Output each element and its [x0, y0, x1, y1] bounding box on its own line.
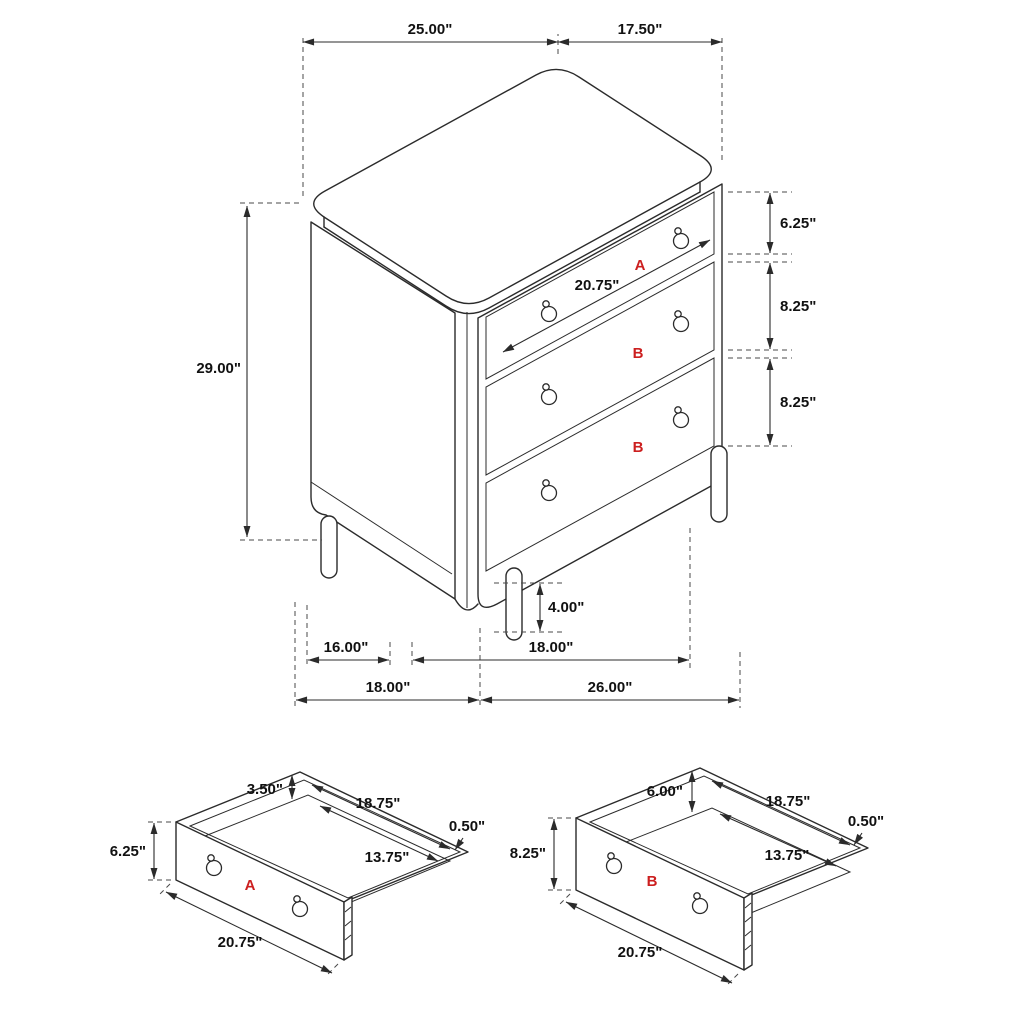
- drawer-b-inner-rim: [588, 775, 862, 895]
- joint-hatch: [744, 902, 752, 951]
- drawer-letter-a: A: [635, 257, 646, 274]
- chest-leg-right: [710, 445, 728, 523]
- extension-line: [325, 963, 339, 977]
- dim-label-inner-width-top: 18.75": [356, 795, 401, 812]
- drawer-a-box: [175, 771, 469, 961]
- dim-label-legs-front: 18.00": [529, 639, 574, 656]
- drawer-a-dimensions: [148, 774, 465, 977]
- knob-cap-icon: [542, 383, 550, 391]
- extension-line: [557, 893, 571, 907]
- knob-cap-icon: [293, 895, 301, 903]
- extension-line: [157, 883, 171, 897]
- drawer-a-end-strip: [343, 896, 353, 961]
- knob-icon: [291, 900, 309, 918]
- knob-cap-icon: [207, 854, 215, 862]
- knob-cap-icon: [674, 406, 682, 414]
- dim-label-side-thickness: 0.50": [449, 818, 485, 835]
- dim-label-inner-width-floor: 13.75": [765, 847, 810, 864]
- dim-label-drawer-width: 20.75": [575, 277, 620, 294]
- knob-icon: [605, 857, 623, 875]
- chest-corner-post-bottom: [454, 598, 479, 611]
- main-view: 25.00" 17.50" 29.00" 6.25" 8.25" 8.25" 2…: [196, 21, 816, 708]
- dim-label-inner-width-top: 18.75": [766, 793, 811, 810]
- drawer-letter-b1: B: [633, 345, 644, 362]
- dim-label-outer-width: 20.75": [618, 944, 663, 961]
- knob-icon: [672, 411, 690, 429]
- drawer-b-labels: 8.25" 6.00" 18.75" 0.50" 13.75" 20.75" B: [510, 783, 884, 961]
- drawer-b-dimensions: [548, 770, 864, 987]
- dim-label-side-thickness: 0.50": [848, 813, 884, 830]
- knob-icon: [672, 315, 690, 333]
- knob-icon: [672, 232, 690, 250]
- dim-label-legs-side: 16.00": [324, 639, 369, 656]
- dim-label-inner-depth: 6.00": [647, 783, 683, 800]
- dimension-line-inner-width-top: [711, 780, 851, 846]
- dim-label-drawer-b2-height: 8.25": [780, 394, 816, 411]
- dim-label-inner-depth: 3.50": [247, 781, 283, 798]
- dimension-line-drawer-width: [502, 239, 711, 353]
- dim-label-base-width: 26.00": [588, 679, 633, 696]
- dimension-labels: 25.00" 17.50" 29.00" 6.25" 8.25" 8.25" 2…: [196, 21, 816, 696]
- joint-hatch: [344, 906, 352, 941]
- dimension-lines: [243, 38, 774, 704]
- chest-leg-front: [505, 567, 523, 641]
- drawer-letter-labels: A B B: [633, 257, 646, 456]
- knob-cap-icon: [542, 479, 550, 487]
- drawer-b2-front: [485, 357, 715, 572]
- knob-icon: [540, 484, 558, 502]
- drawer-letter-b2: B: [633, 439, 644, 456]
- dimension-line-outer-width: [165, 891, 333, 974]
- extension-lines: [240, 34, 792, 708]
- dim-label-leg-height: 4.00": [548, 599, 584, 616]
- dim-label-top-depth: 25.00": [408, 21, 453, 38]
- knob-icon: [540, 305, 558, 323]
- drawer-a-labels: 6.25" 3.50" 18.75" 0.50" 13.75" 20.75" A: [110, 781, 485, 951]
- leader-line-thickness: [454, 837, 465, 851]
- drawer-b-box: [575, 767, 869, 971]
- dim-label-top-width: 17.50": [618, 21, 663, 38]
- knob-icon: [540, 388, 558, 406]
- knob-icon: [205, 859, 223, 877]
- drawer-a-letter: A: [245, 877, 256, 894]
- dim-label-front-height: 6.25": [110, 843, 146, 860]
- dim-label-inner-width-floor: 13.75": [365, 849, 410, 866]
- drawer-a-detail: 6.25" 3.50" 18.75" 0.50" 13.75" 20.75" A: [110, 771, 485, 977]
- dim-label-height: 29.00": [196, 360, 241, 377]
- knob-cap-icon: [607, 852, 615, 860]
- chest-side-face: [310, 221, 456, 600]
- knob-cap-icon: [542, 300, 550, 308]
- chest-legs: [320, 445, 728, 641]
- drawer-b-detail: 8.25" 6.00" 18.75" 0.50" 13.75" 20.75" B: [510, 767, 884, 987]
- knob-cap-icon: [674, 310, 682, 318]
- chest-side-skirt-line: [310, 481, 453, 575]
- dim-label-drawer-b1-height: 8.25": [780, 298, 816, 315]
- dim-label-drawer-a-height: 6.25": [780, 215, 816, 232]
- dim-label-outer-width: 20.75": [218, 934, 263, 951]
- leader-line-thickness: [853, 832, 864, 846]
- knob-cap-icon: [693, 892, 701, 900]
- dim-label-front-height: 8.25": [510, 845, 546, 862]
- drawer-a-inner-rim: [188, 779, 462, 899]
- chest-body: [310, 68, 723, 611]
- extension-line: [725, 973, 739, 987]
- knob-icon: [691, 897, 709, 915]
- dim-label-base-depth: 18.00": [366, 679, 411, 696]
- chest-leg-back-left: [320, 515, 338, 579]
- dimension-line-inner-width-floor: [719, 813, 837, 867]
- drawer-b-letter: B: [647, 873, 658, 890]
- dimension-line-outer-width: [565, 901, 733, 984]
- knob-cap-icon: [674, 227, 682, 235]
- drawer-b-end-strip: [743, 892, 753, 971]
- dimension-line-inner-width-floor: [319, 805, 439, 862]
